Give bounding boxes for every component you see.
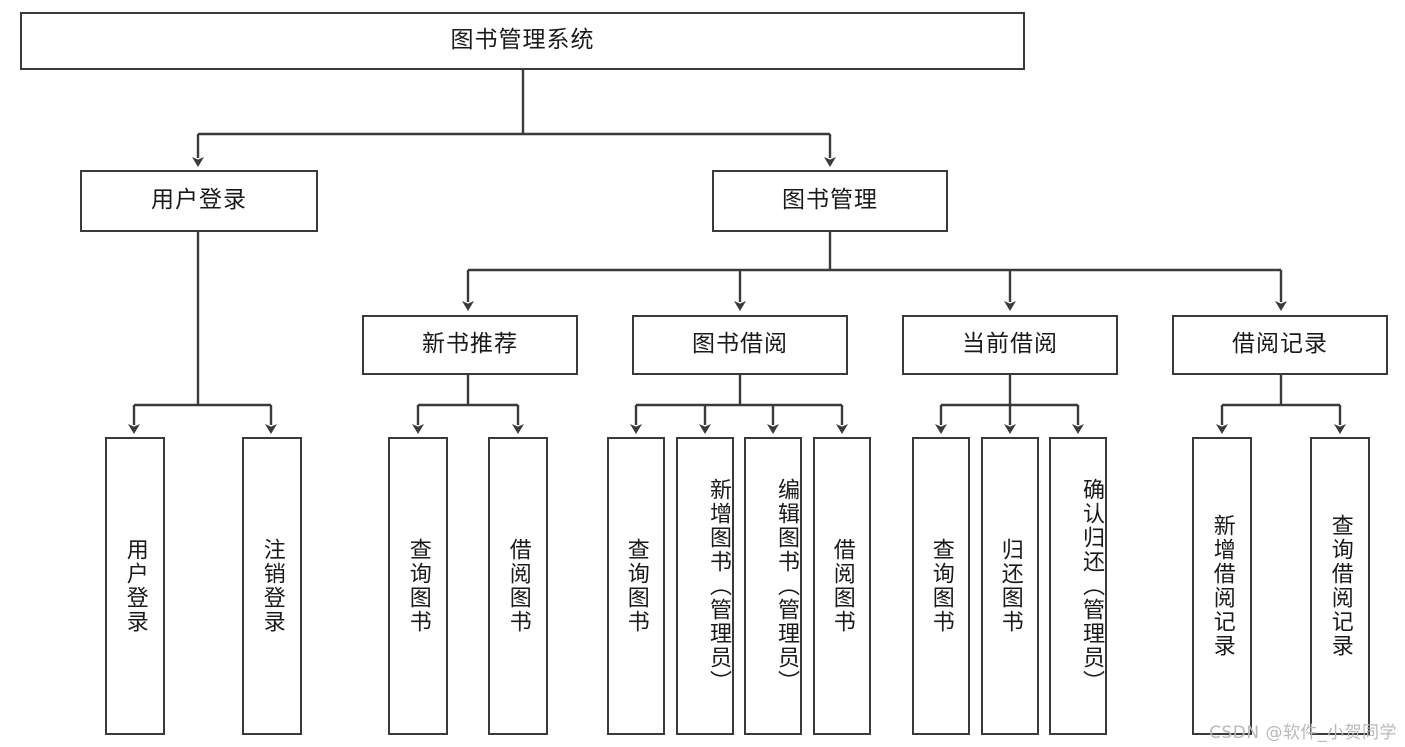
node-label: 编辑图书（管理员） [774, 478, 799, 694]
leaf-add-borrow-record[interactable]: 新增借阅记录 [1192, 437, 1252, 735]
node-current-borrow[interactable]: 当前借阅 [902, 315, 1118, 375]
node-label: 归还图书 [997, 538, 1023, 634]
leaf-query-borrow-record[interactable]: 查询借阅记录 [1310, 437, 1370, 735]
leaf-return-books[interactable]: 归还图书 [981, 437, 1039, 735]
node-label: 当前借阅 [962, 331, 1058, 358]
node-book-borrow[interactable]: 图书借阅 [632, 315, 848, 375]
leaf-query-books-current[interactable]: 查询图书 [912, 437, 970, 735]
node-label: 用户登录 [151, 187, 247, 214]
leaf-borrow-books[interactable]: 借阅图书 [813, 437, 871, 735]
node-user-login[interactable]: 用户登录 [80, 170, 318, 232]
csdn-watermark: CSDN @软件_小贺同学 [1209, 723, 1397, 743]
node-label: 图书管理系统 [450, 27, 595, 54]
leaf-query-books-borrow[interactable]: 查询图书 [607, 437, 665, 735]
node-label: 借阅图书 [505, 538, 531, 634]
node-label: 借阅图书 [829, 538, 855, 634]
node-label: 查询图书 [405, 538, 431, 634]
node-label: 查询图书 [928, 538, 954, 634]
node-label: 查询图书 [623, 538, 649, 634]
node-label: 新增图书（管理员） [706, 478, 731, 694]
node-borrow-records[interactable]: 借阅记录 [1172, 315, 1388, 375]
node-label: 新增借阅记录 [1209, 514, 1235, 658]
leaf-logout[interactable]: 注销登录 [242, 437, 302, 735]
leaf-add-book-admin[interactable]: 新增图书（管理员） [676, 437, 734, 735]
node-book-management-system[interactable]: 图书管理系统 [20, 12, 1025, 70]
node-label: 图书管理 [782, 187, 878, 214]
node-label: 查询借阅记录 [1327, 514, 1353, 658]
leaf-edit-book-admin[interactable]: 编辑图书（管理员） [744, 437, 802, 735]
node-new-book-recommend[interactable]: 新书推荐 [362, 315, 578, 375]
node-book-management[interactable]: 图书管理 [712, 170, 948, 232]
leaf-user-login[interactable]: 用户登录 [105, 437, 165, 735]
node-label: 确认归还（管理员） [1079, 478, 1104, 694]
node-label: 借阅记录 [1232, 331, 1328, 358]
node-label: 注销登录 [259, 538, 285, 634]
leaf-borrow-books-recommend[interactable]: 借阅图书 [488, 437, 548, 735]
node-label: 图书借阅 [692, 331, 788, 358]
leaf-confirm-return-admin[interactable]: 确认归还（管理员） [1049, 437, 1107, 735]
node-label: 新书推荐 [422, 331, 518, 358]
leaf-query-books-recommend[interactable]: 查询图书 [388, 437, 448, 735]
node-label: 用户登录 [122, 538, 148, 634]
